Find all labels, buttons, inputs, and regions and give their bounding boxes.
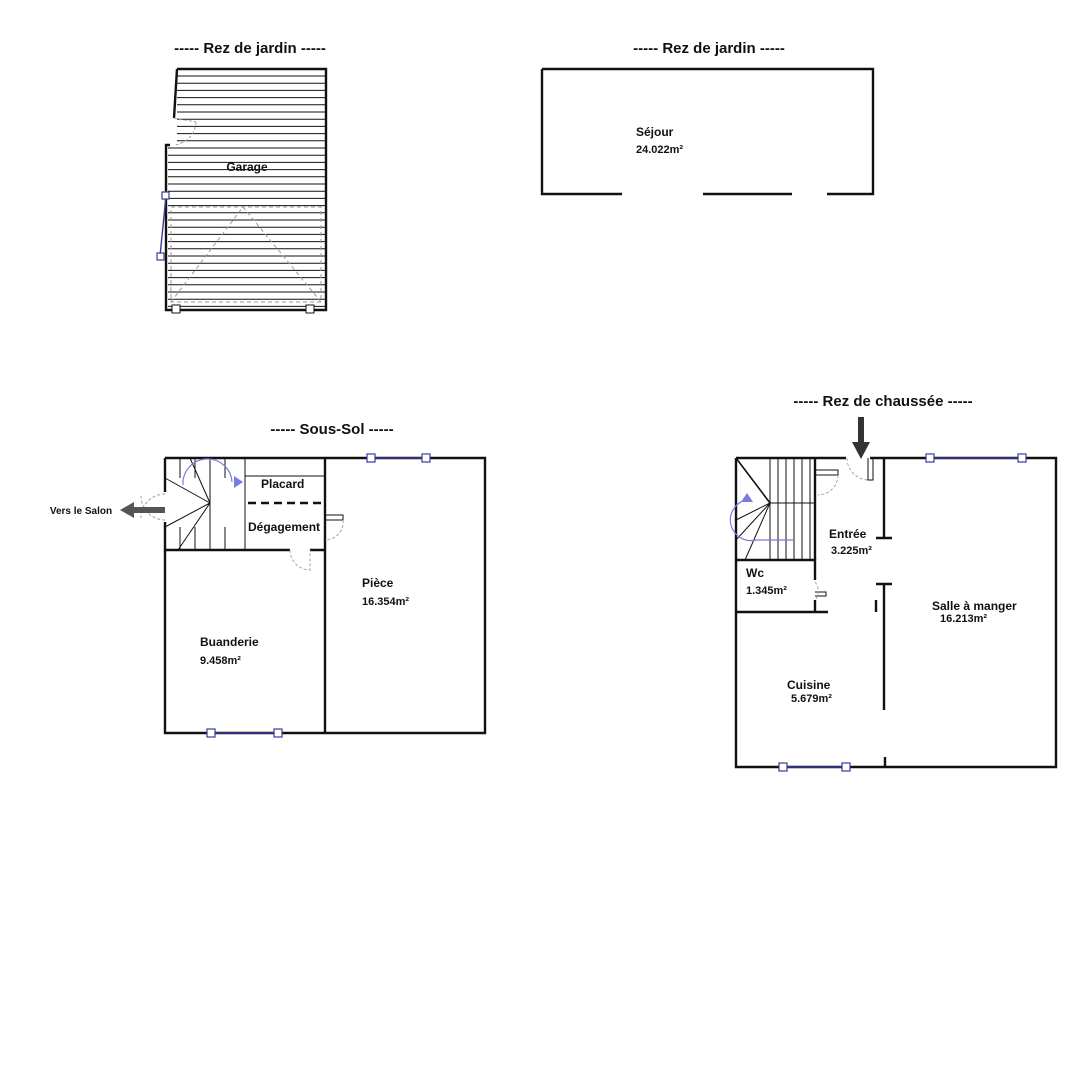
basement-plan-title: ----- Sous-Sol ----- (270, 421, 393, 438)
window-handle (206, 728, 216, 738)
stair-step (735, 502, 771, 521)
garage-post (171, 304, 181, 314)
wc-area: 1.345m² (746, 585, 787, 597)
window-handle (841, 762, 851, 772)
sejour-plan-title: ----- Rez de jardin ----- (633, 40, 785, 57)
window-handle (366, 453, 376, 463)
garage-window (159, 195, 167, 257)
sejour-label: Séjour (636, 125, 674, 139)
entree-label: Entrée (829, 527, 867, 541)
garage-door-outline (170, 206, 322, 303)
degagement-door-swing (289, 549, 311, 571)
ground-floor-stairs (735, 457, 817, 561)
garage-window-handle (161, 191, 170, 200)
wc-door (815, 591, 827, 597)
garage-post (305, 304, 315, 314)
arrow-left-icon (120, 502, 165, 518)
cuisine-label: Cuisine (787, 678, 831, 692)
ground-plan-title: ----- Rez de chaussée ----- (793, 393, 972, 410)
stair-step (164, 502, 211, 528)
stair-step (189, 457, 211, 504)
wc-door-swing (814, 581, 819, 601)
placard-label: Placard (261, 477, 304, 491)
stair-step (164, 477, 211, 504)
plan-ground-floor: ----- Rez de chaussée ----- Entrée 3.225… (729, 393, 1058, 772)
piece-label: Pièce (362, 576, 394, 590)
entree-area: 3.225m² (831, 545, 872, 557)
plan-basement: ----- Sous-Sol ----- Vers le Salon Placa… (50, 421, 487, 738)
sejour-walls (540, 67, 875, 196)
garage-walls (164, 67, 328, 312)
stair-step (177, 502, 211, 551)
piece-door (325, 514, 344, 521)
window-handle (1017, 453, 1027, 463)
piece-door-swing (324, 519, 344, 541)
window-handle (925, 453, 935, 463)
vers-le-salon-label: Vers le Salon (50, 506, 112, 517)
garage-label: Garage (226, 160, 268, 174)
garage-plan-title: ----- Rez de jardin ----- (174, 40, 326, 57)
plan-sejour: ----- Rez de jardin ----- Séjour 24.022m… (540, 40, 875, 196)
window-handle (421, 453, 431, 463)
window-handle (273, 728, 283, 738)
stair-step (735, 502, 771, 541)
buanderie-label: Buanderie (200, 635, 259, 649)
plan-garage: ----- Rez de jardin ----- Garage (156, 40, 328, 314)
ground-inner-walls (874, 458, 892, 710)
wc-label: Wc (746, 566, 764, 580)
cuisine-area: 5.679m² (791, 693, 832, 705)
piece-area: 16.354m² (362, 596, 409, 608)
stair-arrow-icon (741, 493, 753, 502)
garage-door-swing-lines (170, 206, 322, 303)
garage-window-handle (156, 252, 165, 261)
stair-step (735, 457, 771, 504)
basement-stair-direction (182, 458, 233, 486)
entrance-door-swing (846, 457, 869, 481)
garage-floor-hatching (168, 75, 325, 307)
stair-arrow-icon (234, 476, 243, 488)
entrance-door (867, 458, 874, 481)
entrance-arrow-icon (852, 417, 870, 459)
degagement-label: Dégagement (248, 520, 320, 534)
basement-stairs (164, 457, 246, 551)
basement-inner-walls (165, 458, 327, 733)
garage-door-swing (173, 117, 197, 146)
stair-door (815, 469, 839, 476)
salle-area: 16.213m² (940, 613, 987, 625)
buanderie-area: 9.458m² (200, 655, 241, 667)
stair-door-swing (817, 474, 839, 496)
salle-label: Salle à manger (932, 599, 1017, 613)
ground-stair-direction (729, 499, 793, 542)
sejour-area: 24.022m² (636, 144, 683, 156)
stair-step (744, 502, 771, 561)
window-handle (778, 762, 788, 772)
